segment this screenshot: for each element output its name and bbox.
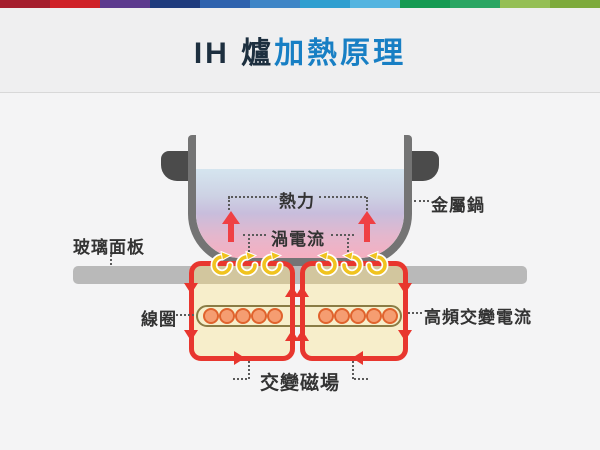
dotted-connector [347, 238, 349, 252]
dotted-connector [233, 378, 247, 380]
stripe-segment [250, 0, 300, 8]
dotted-connector [331, 234, 354, 236]
coil-turn-circle [219, 308, 235, 324]
dotted-connector [110, 252, 112, 265]
eddy-rotation-icon [364, 250, 390, 277]
stripe-segment [300, 0, 350, 8]
label-alt-field: 交變磁場 [259, 373, 341, 394]
dotted-connector [408, 312, 422, 314]
label-glass-panel: 玻璃面板 [73, 238, 145, 257]
dotted-connector [248, 361, 250, 379]
stripe-segment [0, 0, 50, 8]
eddy-rotation-icon [209, 250, 235, 277]
header: IH 爐加熱原理 [0, 8, 600, 93]
stripe-segment [350, 0, 400, 8]
field-arrow-up-icon [285, 330, 299, 341]
dotted-connector [319, 196, 366, 198]
field-arrow-left-icon [352, 351, 363, 365]
field-arrow-up-icon [295, 330, 309, 341]
field-arrow-down-icon [184, 283, 198, 294]
dotted-connector [354, 378, 368, 380]
title-prefix: IH 爐 [193, 37, 275, 70]
page-title: IH 爐加熱原理 [194, 28, 406, 72]
dotted-connector [228, 196, 277, 198]
coil-turn-circle [267, 308, 283, 324]
stripe-segment [50, 0, 100, 8]
label-metal-pot: 金屬鍋 [431, 196, 485, 215]
eddy-rotation-icon [339, 250, 365, 277]
eddy-rotation-icon [259, 250, 285, 277]
label-heat: 熱力 [279, 192, 315, 211]
dotted-connector [352, 361, 354, 379]
pot-handle-right [410, 151, 439, 181]
stripe-segment [550, 0, 600, 8]
stripe-segment [100, 0, 150, 8]
dotted-connector [366, 197, 368, 210]
dotted-connector [414, 200, 429, 202]
coil-turn-circle [334, 308, 350, 324]
title-suffix: 加熱原理 [274, 37, 407, 70]
stripe-segment [200, 0, 250, 8]
label-coil: 線圈 [141, 310, 177, 329]
coil-turn-circle [203, 308, 219, 324]
coil-turn-circle [382, 308, 398, 324]
coil-turn-circle [235, 308, 251, 324]
field-arrow-down-icon [398, 283, 412, 294]
field-arrow-up-icon [295, 286, 309, 297]
coil-turn-circle [350, 308, 366, 324]
dotted-connector [248, 238, 250, 252]
eddy-rotation-icon [234, 250, 260, 277]
field-arrow-up-icon [285, 286, 299, 297]
stripe-segment [450, 0, 500, 8]
dotted-connector [243, 234, 266, 236]
eddy-rotation-icon [314, 250, 340, 277]
stripe-segment [500, 0, 550, 8]
coil-turn-circle [318, 308, 334, 324]
stripe-segment [150, 0, 200, 8]
coil-turn-circle [366, 308, 382, 324]
label-hf-current: 高頻交變電流 [424, 308, 532, 327]
dotted-connector [176, 314, 194, 316]
stripe-segment [400, 0, 450, 8]
coil-turn-circle [251, 308, 267, 324]
top-color-stripe [0, 0, 600, 8]
dotted-connector [228, 197, 230, 210]
field-arrow-down-icon [398, 330, 412, 341]
pot-handle-left [161, 151, 190, 181]
field-arrow-down-icon [184, 330, 198, 341]
label-eddy-current: 渦電流 [271, 230, 325, 249]
field-arrow-right-icon [234, 351, 245, 365]
